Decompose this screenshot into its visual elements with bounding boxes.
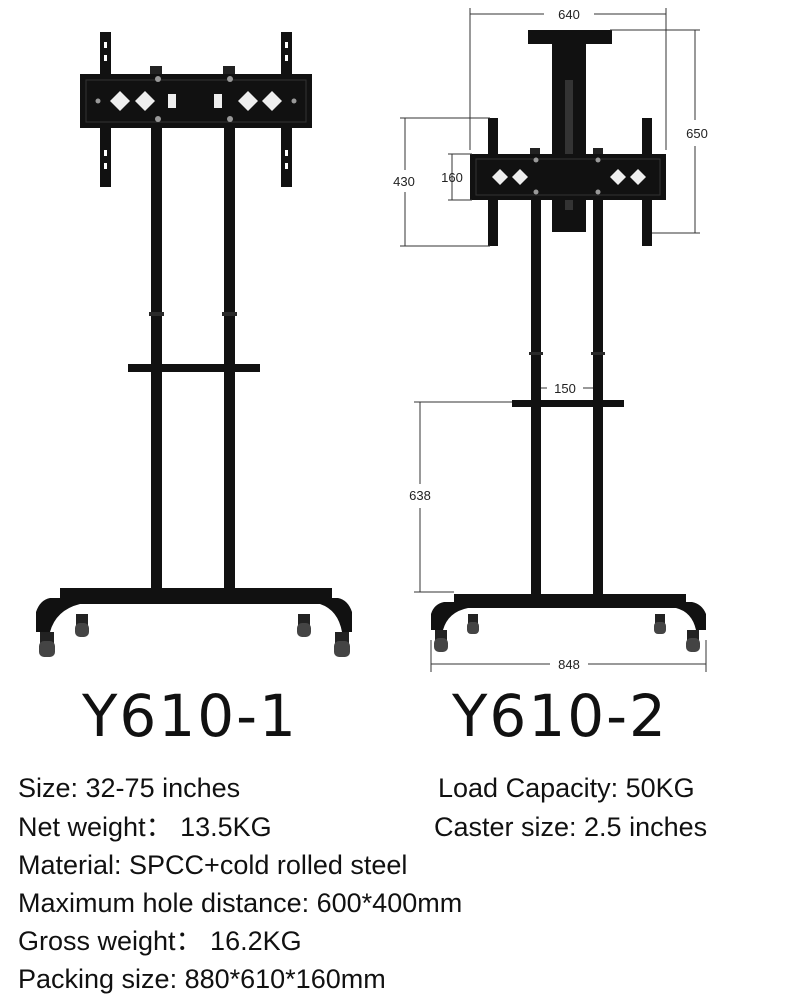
dimension-plate-height: 160 bbox=[441, 170, 463, 185]
casters bbox=[39, 614, 350, 657]
pole-right bbox=[224, 128, 235, 588]
shelf bbox=[512, 400, 624, 407]
plate-cutouts bbox=[492, 169, 646, 185]
dimension-shelf-height: 638 bbox=[409, 488, 431, 503]
pole-left bbox=[151, 128, 162, 588]
spec-caster-size: Caster size: 2.5 inches bbox=[434, 812, 708, 842]
camera-mount-plate bbox=[528, 30, 612, 44]
tv-stand-illustration: 640 650 430 160 150 638 848 bbox=[36, 7, 708, 672]
stand-y610-1 bbox=[36, 32, 352, 657]
pole-left bbox=[531, 200, 541, 598]
spec-packing-size: Packing size: 880*610*160mm bbox=[18, 964, 386, 994]
dimension-bracket-height: 430 bbox=[393, 174, 415, 189]
dimension-total-height: 650 bbox=[686, 126, 708, 141]
plate-bolts bbox=[533, 157, 601, 195]
spec-material: Material: SPCC+cold rolled steel bbox=[18, 850, 408, 880]
shelf bbox=[128, 364, 260, 372]
pole-cap-left bbox=[150, 66, 162, 76]
bracket-holes bbox=[104, 42, 288, 169]
spec-net-weight: Net weight： 13.5KG bbox=[18, 812, 272, 842]
spec-load-capacity: Load Capacity: 50KG bbox=[438, 773, 695, 803]
dimension-lines bbox=[400, 8, 707, 672]
spec-gross-weight: Gross weight： 16.2KG bbox=[18, 926, 302, 956]
stand-y610-2 bbox=[431, 30, 706, 652]
plate-cutouts bbox=[110, 91, 282, 111]
base bbox=[431, 602, 706, 630]
spec-size: Size: 32-75 inches bbox=[18, 773, 241, 803]
dimension-pole-gap: 150 bbox=[554, 381, 576, 396]
base bbox=[36, 598, 352, 632]
model-name-y610-2: Y610-2 bbox=[452, 682, 668, 750]
dimension-top-width: 640 bbox=[558, 7, 580, 22]
spec-hole-distance: Maximum hole distance: 600*400mm bbox=[18, 888, 463, 918]
casters bbox=[434, 614, 700, 652]
model-name-y610-1: Y610-1 bbox=[82, 682, 298, 750]
dimension-base-width: 848 bbox=[558, 657, 580, 672]
pole-right bbox=[593, 200, 603, 598]
plate-bolts bbox=[95, 76, 297, 122]
pole-cap-right bbox=[223, 66, 235, 76]
